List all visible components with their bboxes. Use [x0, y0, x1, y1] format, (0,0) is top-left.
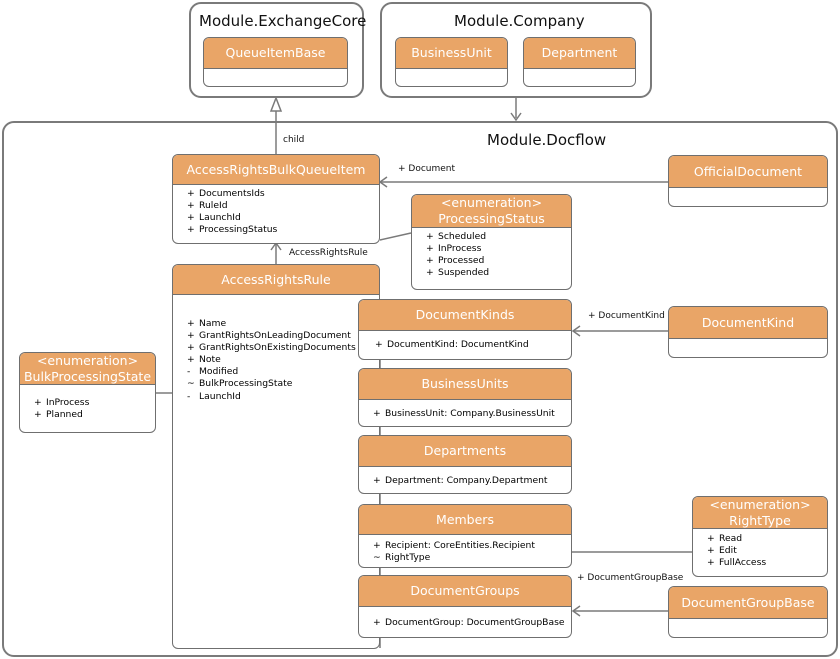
- member: +Scheduled: [426, 231, 487, 242]
- document-association-arrowhead: [378, 176, 388, 188]
- class-document-kind[interactable]: DocumentKind: [668, 306, 828, 358]
- member: +DocumentsIds: [187, 188, 265, 199]
- edge-label-document-group-base: + DocumentGroupBase: [577, 573, 684, 583]
- member: +RuleId: [187, 200, 228, 212]
- member: +GrantRightsOnExistingDocuments: [187, 342, 356, 354]
- class-access-rights-bulk-queue-item[interactable]: AccessRightsBulkQueueItem +DocumentsIds …: [172, 154, 380, 244]
- class-business-units[interactable]: BusinessUnits +BusinessUnit: Company.Bus…: [358, 368, 572, 427]
- edge-label-document: + Document: [398, 164, 456, 174]
- class-members: +DocumentKind: DocumentKind: [359, 331, 571, 351]
- module-title: Module.ExchangeCore: [199, 12, 367, 30]
- class-header: Department: [524, 38, 635, 69]
- class-header: DocumentGroupBase: [669, 587, 827, 619]
- document-kind-arrowhead: [571, 325, 581, 337]
- member: +Suspended: [426, 267, 490, 279]
- member: +Recipient: CoreEntities.Recipient: [373, 540, 535, 551]
- class-access-rights-rule[interactable]: AccessRightsRule +Name +GrantRightsOnLea…: [172, 264, 380, 649]
- class-header: <enumeration> RightType: [693, 497, 827, 529]
- edge-label-child: child: [283, 135, 305, 145]
- member: +Department: Company.Department: [373, 475, 548, 486]
- class-header: <enumeration> BulkProcessingState: [20, 353, 155, 385]
- class-document-kinds[interactable]: DocumentKinds +DocumentKind: DocumentKin…: [358, 299, 572, 360]
- class-members: +Read +Edit +FullAccess: [693, 529, 827, 569]
- class-members: +Name +GrantRightsOnLeadingDocument +Gra…: [173, 295, 379, 403]
- class-right-type[interactable]: <enumeration> RightType +Read +Edit +Ful…: [692, 496, 828, 577]
- class-official-document[interactable]: OfficialDocument: [668, 155, 828, 207]
- document-group-base-arrowhead: [571, 605, 581, 617]
- member: +Edit: [707, 545, 737, 557]
- edge-label-document-kind: + DocumentKind: [588, 311, 665, 321]
- class-header: DocumentKinds: [359, 300, 571, 331]
- class-members: +Recipient: CoreEntities.Recipient ~Righ…: [359, 535, 571, 564]
- class-header: QueueItemBase: [204, 38, 347, 69]
- member: +InProcess: [426, 243, 482, 255]
- class-header: BusinessUnits: [359, 369, 571, 400]
- class-queue-item-base[interactable]: QueueItemBase: [203, 37, 348, 87]
- class-header: AccessRightsRule: [173, 265, 379, 295]
- member: +DocumentGroup: DocumentGroupBase: [373, 617, 565, 628]
- class-processing-status[interactable]: <enumeration> ProcessingStatus +Schedule…: [411, 194, 572, 290]
- member: ~RightType: [373, 552, 431, 564]
- class-header: OfficialDocument: [669, 156, 827, 188]
- class-document-groups[interactable]: DocumentGroups +DocumentGroup: DocumentG…: [358, 575, 572, 638]
- member: +BusinessUnit: Company.BusinessUnit: [373, 408, 555, 419]
- processing-status-edge: [379, 232, 412, 241]
- class-members-table[interactable]: Members +Recipient: CoreEntities.Recipie…: [358, 504, 572, 568]
- module-title: Module.Docflow: [487, 131, 607, 149]
- class-members: +BusinessUnit: Company.BusinessUnit: [359, 400, 571, 420]
- member: -Modified: [187, 366, 239, 378]
- member: +FullAccess: [707, 557, 767, 569]
- module-title: Module.Company: [454, 12, 585, 30]
- class-header: DocumentGroups: [359, 576, 571, 607]
- member: +Planned: [34, 409, 83, 421]
- member: +Read: [707, 533, 743, 544]
- class-members: +Scheduled +InProcess +Processed +Suspen…: [412, 228, 571, 279]
- member: +InProcess: [34, 397, 90, 408]
- class-members: +DocumentGroup: DocumentGroupBase: [359, 607, 571, 629]
- module-docflow: Module.Docflow: [2, 121, 838, 657]
- member: +LaunchId: [187, 212, 241, 224]
- member: +Name: [187, 318, 227, 329]
- class-bulk-processing-state[interactable]: <enumeration> BulkProcessingState +InPro…: [19, 352, 156, 433]
- edge-label-access-rights-rule: AccessRightsRule: [289, 248, 368, 258]
- member: +GrantRightsOnLeadingDocument: [187, 330, 351, 342]
- class-header: DocumentKind: [669, 307, 827, 339]
- module-dependency-arrowhead: [510, 112, 522, 122]
- member: +Processed: [426, 255, 485, 267]
- class-header: Members: [359, 505, 571, 535]
- class-header: Departments: [359, 436, 571, 467]
- member: +ProcessingStatus: [187, 224, 278, 236]
- class-header: BusinessUnit: [396, 38, 507, 69]
- member: +Note: [187, 354, 221, 366]
- class-business-unit[interactable]: BusinessUnit: [395, 37, 508, 87]
- inheritance-arrowhead: [269, 95, 283, 112]
- class-members: +InProcess +Planned: [20, 385, 155, 421]
- class-document-group-base[interactable]: DocumentGroupBase: [668, 586, 828, 638]
- class-members: +Department: Company.Department: [359, 467, 571, 487]
- member: -LaunchId: [187, 390, 241, 402]
- class-header: AccessRightsBulkQueueItem: [173, 155, 379, 185]
- member: +DocumentKind: DocumentKind: [375, 339, 529, 350]
- class-department[interactable]: Department: [523, 37, 636, 87]
- class-members: +DocumentsIds +RuleId +LaunchId +Process…: [173, 185, 379, 236]
- class-header: <enumeration> ProcessingStatus: [412, 195, 571, 228]
- member: ~BulkProcessingState: [187, 378, 293, 390]
- class-departments[interactable]: Departments +Department: Company.Departm…: [358, 435, 572, 494]
